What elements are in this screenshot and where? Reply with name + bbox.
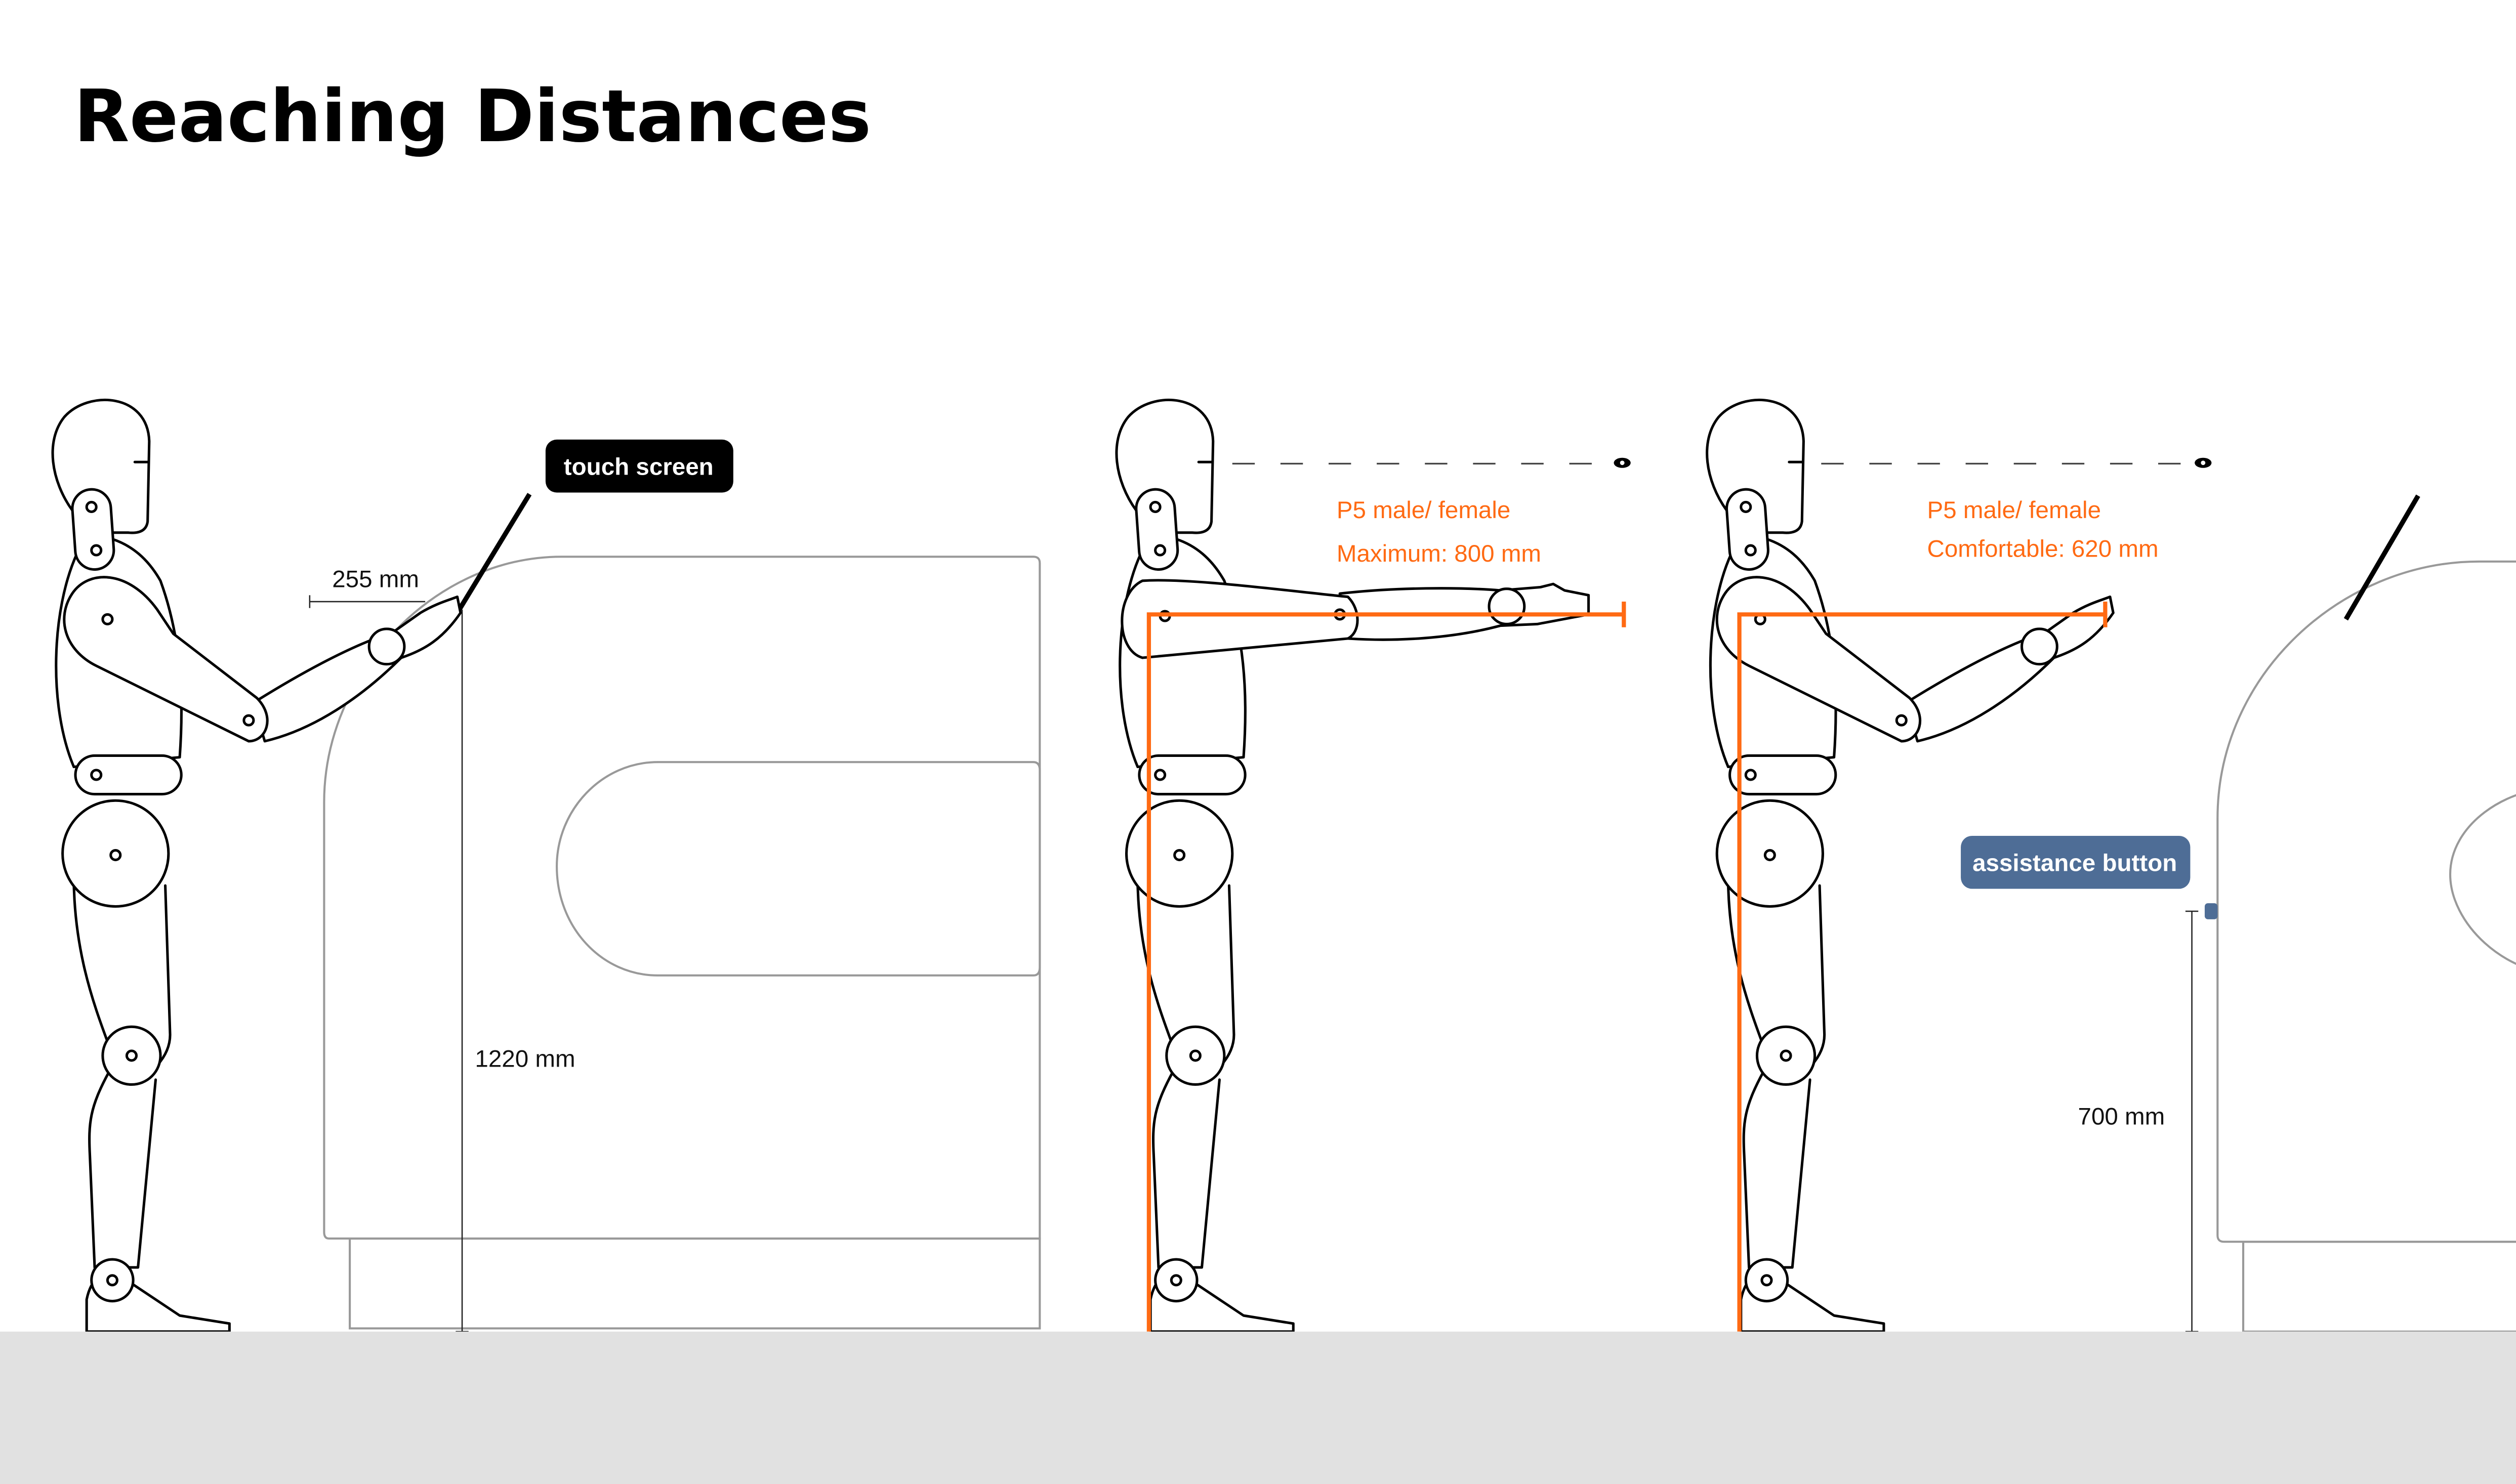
height-700-label: 700 mm	[2078, 1104, 2165, 1130]
floor	[0, 1331, 2516, 1484]
eye-line-2	[1232, 457, 1631, 468]
comfortable-reach-label: Comfortable: 620 mm	[1927, 535, 2159, 562]
max-reach-lines	[1146, 602, 1626, 1332]
height-dimension-1220: 1220 mm	[456, 609, 575, 1333]
max-reach-label: Maximum: 800 mm	[1337, 540, 1541, 567]
eye-icon	[2195, 457, 2212, 468]
mannequin-2	[1117, 400, 1589, 1331]
p5-label-2: P5 male/ female	[1337, 497, 1511, 524]
assistance-button	[2204, 903, 2218, 919]
reach-dim-label: 255 mm	[332, 566, 419, 593]
height-dimension-700: 700 mm	[2078, 910, 2199, 1333]
assistance-button-label: assistance button	[1972, 850, 2177, 877]
p5-label-3: P5 male/ female	[1927, 497, 2101, 524]
assistance-button-callout: assistance button	[1961, 835, 2191, 889]
height-dim-label: 1220 mm	[475, 1046, 575, 1073]
touch-screen-label: touch screen	[564, 454, 714, 481]
touch-screen	[455, 493, 532, 614]
eye-icon	[1614, 457, 1631, 468]
reach-dimension-255: 255 mm	[309, 566, 426, 608]
kiosk-machine-3	[2216, 560, 2516, 1333]
comfortable-reach-lines	[1737, 602, 2108, 1332]
machine-base	[349, 1237, 1041, 1330]
page-title: Reaching Distances	[74, 74, 872, 158]
touch-screen-3	[2343, 494, 2420, 621]
touch-screen-callout: touch screen	[545, 439, 733, 493]
kiosk-machine-1	[323, 556, 1041, 1330]
eye-line-3	[1821, 457, 2212, 468]
machine-panel	[556, 761, 1041, 977]
